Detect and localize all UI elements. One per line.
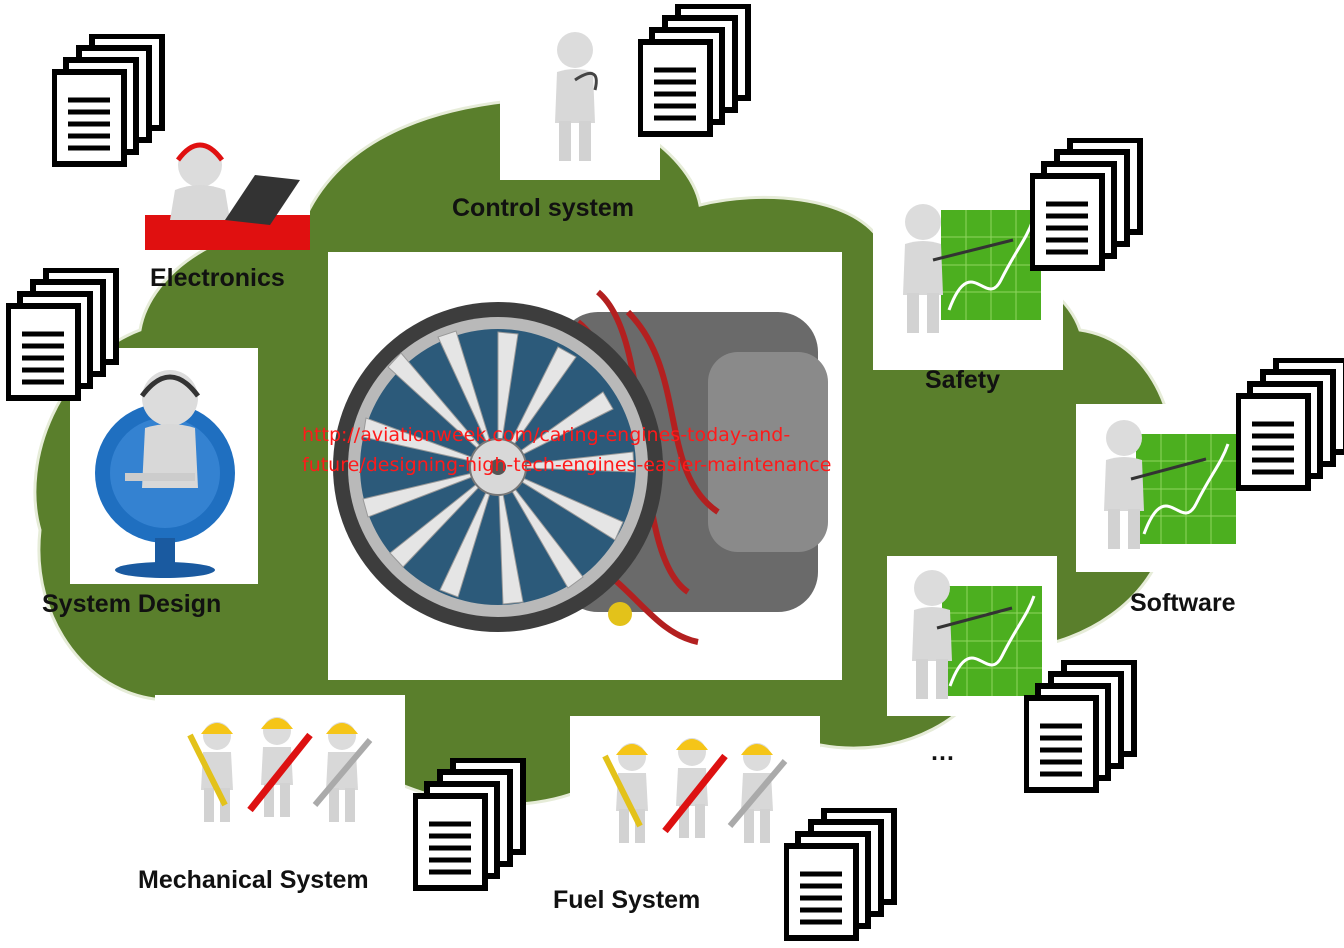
presenter-chart-icon — [912, 570, 1044, 699]
headset-operator-icon — [145, 142, 310, 250]
source-url[interactable]: http://aviationweek.com/caring-engines-t… — [302, 420, 831, 480]
label-fuel-system: Fuel System — [553, 886, 701, 914]
label-electronics: Electronics — [150, 264, 285, 292]
other-panel — [887, 556, 1057, 716]
software-panel — [1076, 404, 1246, 572]
turbofan-engine-icon — [333, 289, 828, 645]
control-system-documents-icon — [638, 4, 754, 140]
workers-tools-icon — [187, 717, 373, 822]
label-control-system: Control system — [452, 194, 634, 222]
source-url-line-1: http://aviationweek.com/caring-engines-t… — [302, 424, 791, 446]
presenter-chart-icon — [1104, 420, 1238, 549]
label-software: Software — [1130, 589, 1236, 617]
workers-tools-icon — [602, 738, 788, 843]
electronics-panel — [145, 120, 310, 250]
label-system-design: System Design — [42, 590, 222, 618]
fuel-system-panel — [570, 716, 820, 876]
label-mechanical-system: Mechanical System — [138, 866, 369, 894]
control-system-panel — [500, 20, 660, 180]
source-url-line-2: future/designing-high-tech-engines-easie… — [302, 454, 832, 476]
globe-chair-figure-icon — [95, 370, 235, 578]
system-design-panel — [70, 348, 258, 584]
mechanical-system-panel — [155, 695, 405, 855]
safety-documents-icon — [1030, 138, 1146, 274]
presenter-chart-icon — [903, 204, 1043, 333]
doctor-figure-icon — [555, 32, 598, 161]
mechanical-system-documents-icon — [413, 758, 529, 894]
electronics-documents-icon — [52, 34, 168, 170]
system-design-documents-icon — [6, 268, 122, 404]
fuel-system-documents-icon — [784, 808, 900, 944]
label-safety: Safety — [925, 366, 1001, 394]
label-ellipsis: … — [930, 738, 955, 766]
other-documents-icon — [1024, 660, 1140, 796]
software-documents-icon — [1236, 358, 1344, 494]
engine-image-panel — [328, 252, 842, 680]
